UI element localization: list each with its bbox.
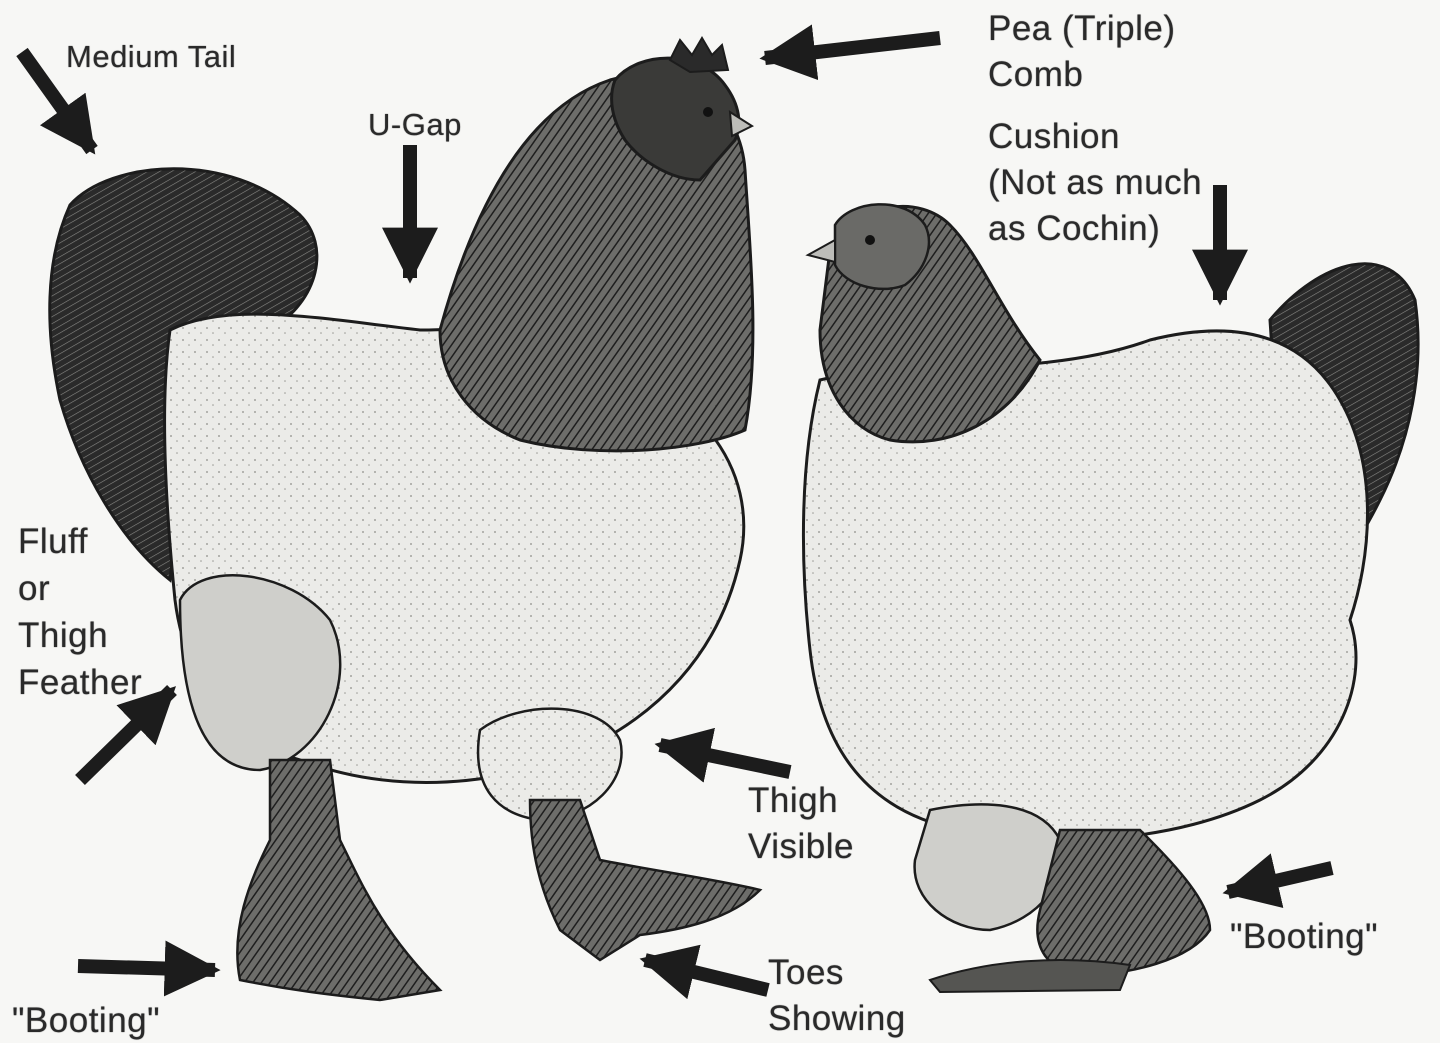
- arrow-booting-right: [1228, 868, 1332, 892]
- label-cushion: Cushion (Not as much as Cochin): [988, 114, 1202, 252]
- arrow-toes: [645, 960, 768, 990]
- label-u-gap: U-Gap: [368, 102, 462, 148]
- rooster-beak: [730, 112, 752, 136]
- hen-eye: [865, 235, 875, 245]
- label-pea-comb: Pea (Triple) Comb: [988, 6, 1176, 98]
- label-medium-tail: Medium Tail: [66, 34, 236, 80]
- label-toes-showing: Toes Showing: [768, 950, 906, 1042]
- label-booting-right: "Booting": [1230, 914, 1378, 960]
- rooster-eye: [703, 107, 713, 117]
- arrow-pea-comb: [765, 38, 940, 58]
- label-thigh-visible: Thigh Visible: [748, 778, 854, 870]
- label-fluff-thigh-feather: Fluff or Thigh Feather: [18, 518, 142, 706]
- rooster-left-leg: [237, 760, 440, 1000]
- hen-head: [835, 204, 929, 289]
- hen-beak: [808, 240, 835, 262]
- rooster-right-leg: [530, 800, 760, 960]
- label-booting-left: "Booting": [12, 998, 160, 1044]
- hen-toes: [930, 960, 1130, 992]
- hen-booting-back: [1037, 830, 1210, 975]
- arrow-booting-left: [78, 966, 215, 970]
- arrow-thigh-visible: [660, 745, 790, 772]
